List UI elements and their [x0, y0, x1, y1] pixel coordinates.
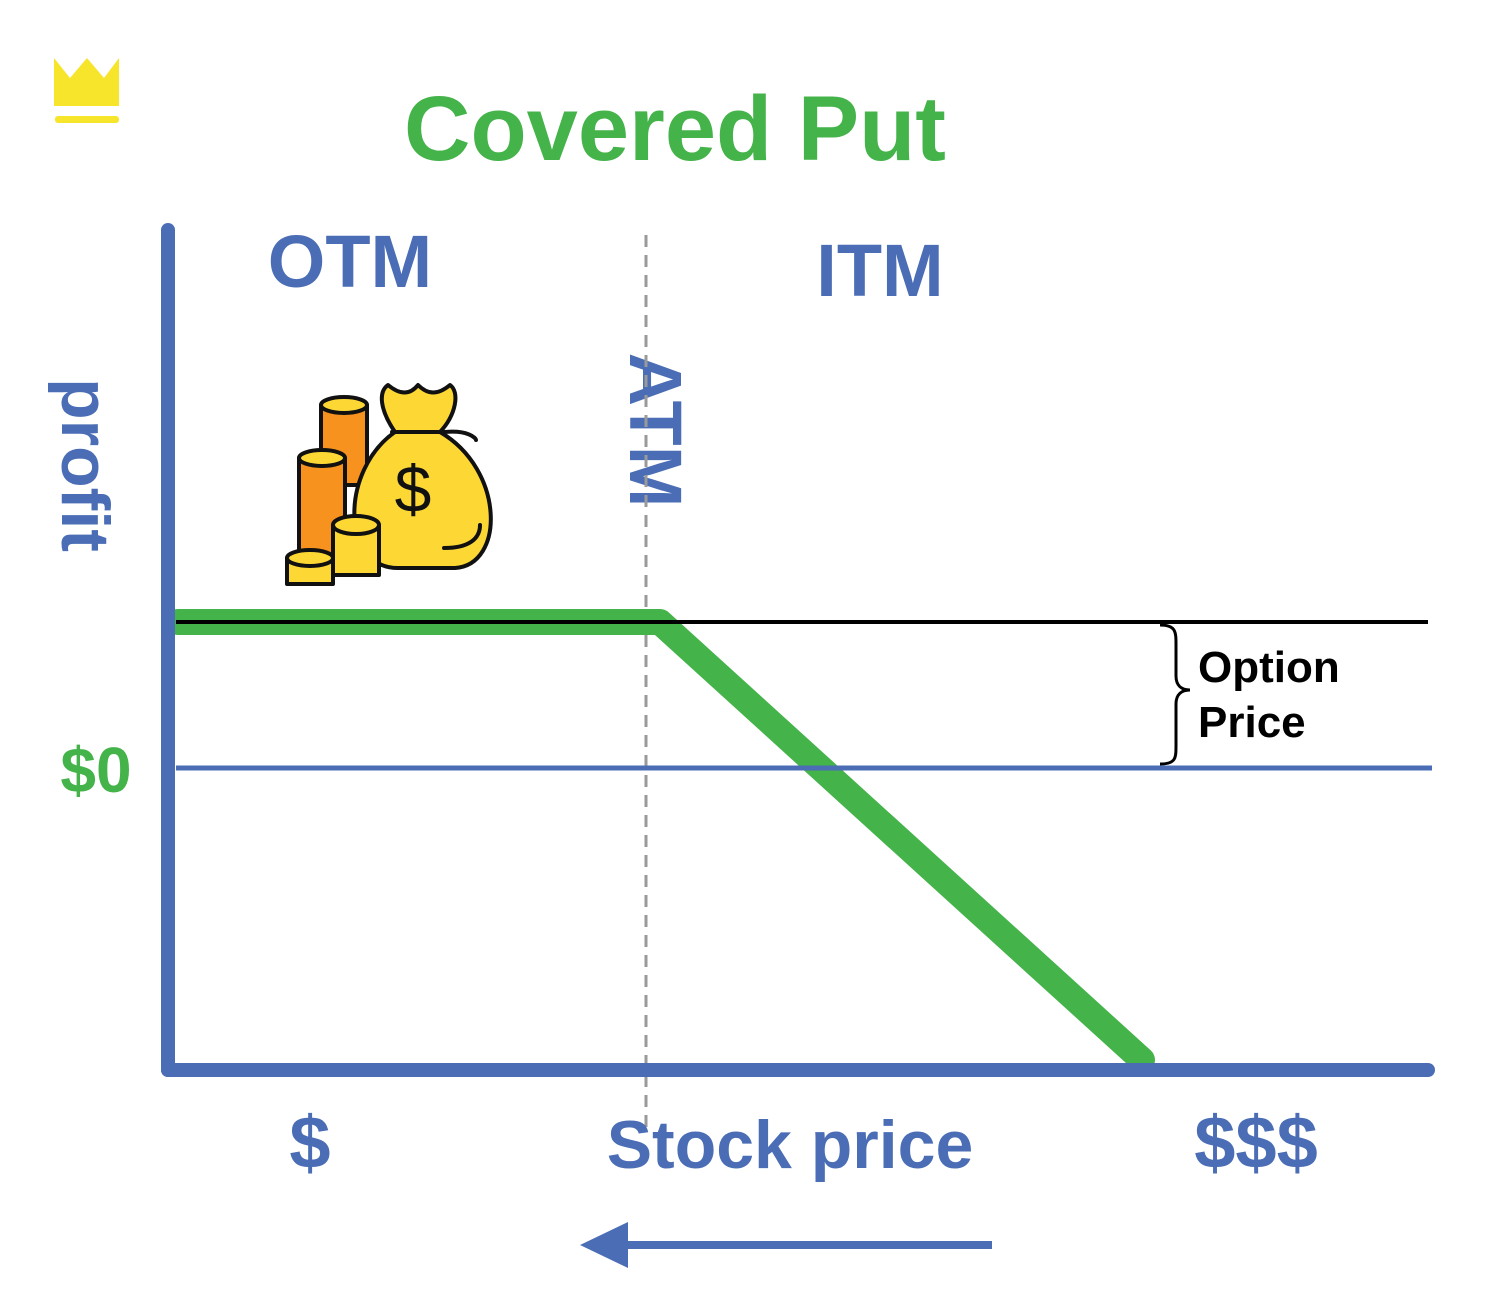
chart-title: Covered Put — [404, 78, 946, 180]
svg-text:$: $ — [395, 452, 432, 526]
y-zero-label: $0 — [60, 734, 131, 806]
money-bag-coins-icon: $ — [285, 383, 493, 586]
option-price-label-line2: Price — [1198, 698, 1306, 747]
atm-label: ATM — [614, 353, 697, 508]
x-tick-low: $ — [289, 1101, 330, 1184]
option-price-brace — [1159, 623, 1191, 766]
arrow-left-icon — [580, 1222, 992, 1268]
y-axis-label: profit — [47, 378, 123, 552]
x-tick-high: $$$ — [1194, 1101, 1317, 1184]
x-axis-label: Stock price — [607, 1107, 974, 1183]
option-price-label-line1: Option — [1198, 643, 1340, 692]
crown-icon — [54, 58, 119, 123]
payoff-line — [165, 609, 1155, 1073]
region-label-otm: OTM — [268, 220, 432, 303]
region-label-itm: ITM — [816, 229, 943, 312]
